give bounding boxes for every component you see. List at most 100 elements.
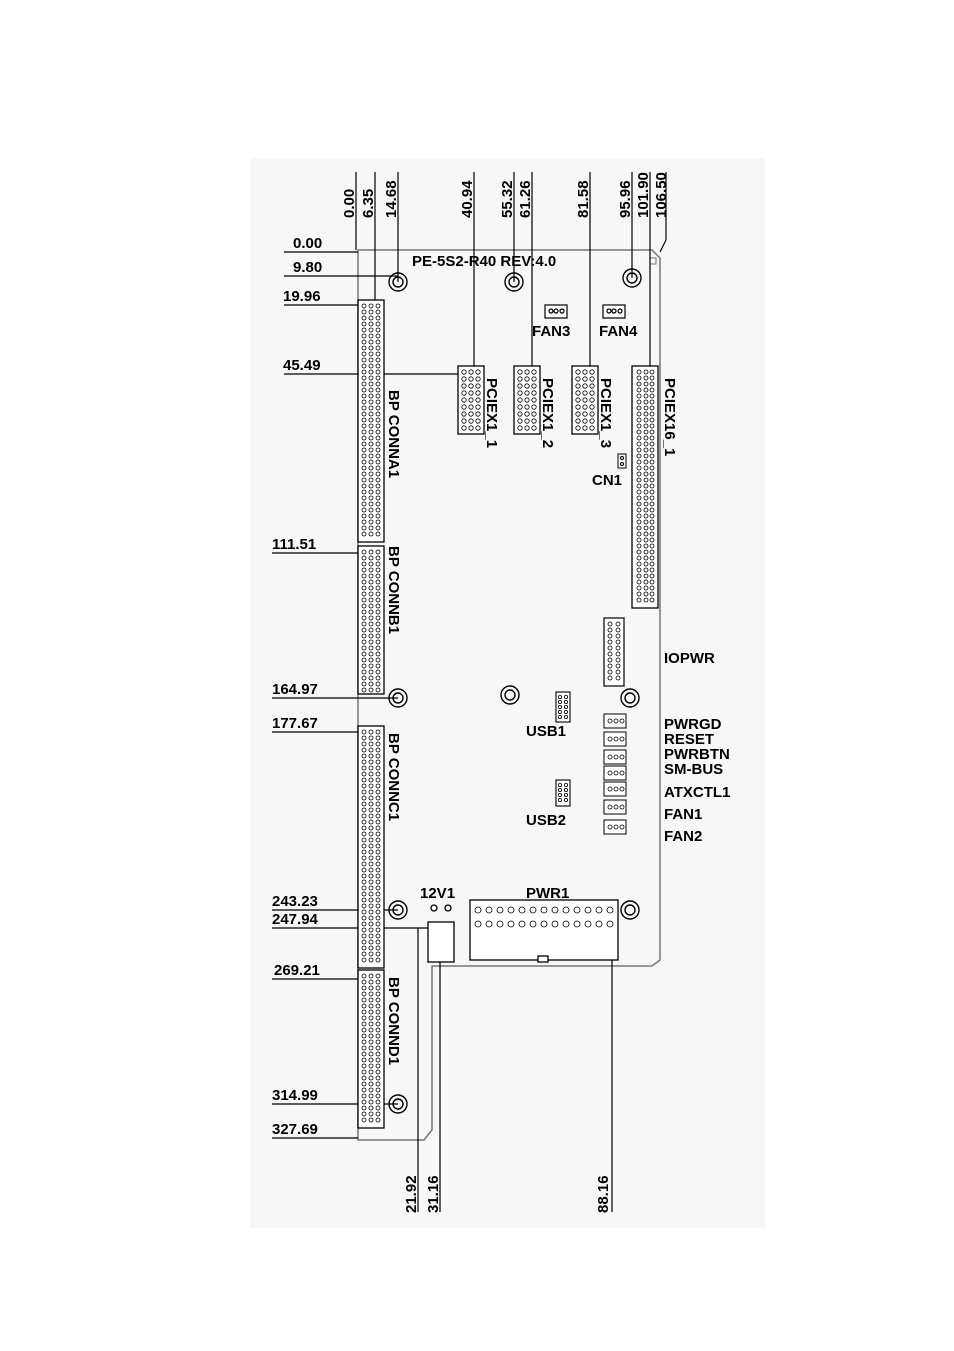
pin [361,973,367,979]
pin [375,663,381,669]
pin [582,404,588,410]
pin [517,418,523,424]
pin [615,663,621,669]
pin [649,399,655,405]
pin [368,939,374,945]
pin [524,376,530,382]
pin [375,1051,381,1057]
pin [375,459,381,465]
pin [524,404,530,410]
pin [361,1003,367,1009]
pin [531,369,537,375]
pin [607,718,613,724]
pin [475,376,481,382]
pin [375,345,381,351]
pin [361,603,367,609]
pin [582,390,588,396]
pin [361,1111,367,1117]
pin [361,1009,367,1015]
pin [524,425,530,431]
pin [368,1087,374,1093]
pin [375,639,381,645]
pin [607,804,613,810]
pin [636,567,642,573]
pin [636,507,642,513]
pin [361,1063,367,1069]
pin [636,405,642,411]
pin [461,397,467,403]
pin [375,579,381,585]
pin [613,786,619,792]
pin [361,663,367,669]
pin [375,997,381,1003]
pin [643,417,649,423]
pin [368,615,374,621]
bottom-dimension-lines [417,924,613,1212]
pin [517,369,523,375]
pin [368,837,374,843]
pin [375,597,381,603]
pin [564,788,569,793]
pin [643,549,649,555]
pin [375,621,381,627]
pin [361,1081,367,1087]
bp-connector-pins [361,303,381,1123]
bp-conna1-label: BP CONNA1 [385,390,402,478]
pin [368,435,374,441]
pin [643,525,649,531]
pin [507,906,515,914]
pin [368,453,374,459]
pin [368,789,374,795]
pin [584,906,592,914]
pin [361,819,367,825]
pin [613,824,619,830]
pin [649,483,655,489]
header-label-reset: RESET [664,731,714,748]
pin [575,390,581,396]
pin [368,477,374,483]
mount-hole-icon [388,900,408,920]
pin [361,441,367,447]
pin [475,397,481,403]
pin [368,489,374,495]
pin [375,1003,381,1009]
pin [361,771,367,777]
pin [368,585,374,591]
pin [361,417,367,423]
pin [375,339,381,345]
pin [368,363,374,369]
pin [361,873,367,879]
pin [375,441,381,447]
pin [643,429,649,435]
pin [636,519,642,525]
header-body [603,819,627,835]
pin [361,321,367,327]
pin [361,453,367,459]
pin [361,837,367,843]
pin [368,321,374,327]
pin [368,753,374,759]
pin [368,735,374,741]
pin [375,1027,381,1033]
pin [474,906,482,914]
pin [361,985,367,991]
pin [643,573,649,579]
pin [375,675,381,681]
pin [649,579,655,585]
pin [615,651,621,657]
pin [607,645,613,651]
pin [619,736,625,742]
pin [368,609,374,615]
pin [636,483,642,489]
pin [607,633,613,639]
pin [361,909,367,915]
pin [375,1099,381,1105]
pin [361,843,367,849]
header-body [603,765,627,781]
pin [361,495,367,501]
pin [361,867,367,873]
pin [368,501,374,507]
pin [361,639,367,645]
pin [375,567,381,573]
pin [361,423,367,429]
